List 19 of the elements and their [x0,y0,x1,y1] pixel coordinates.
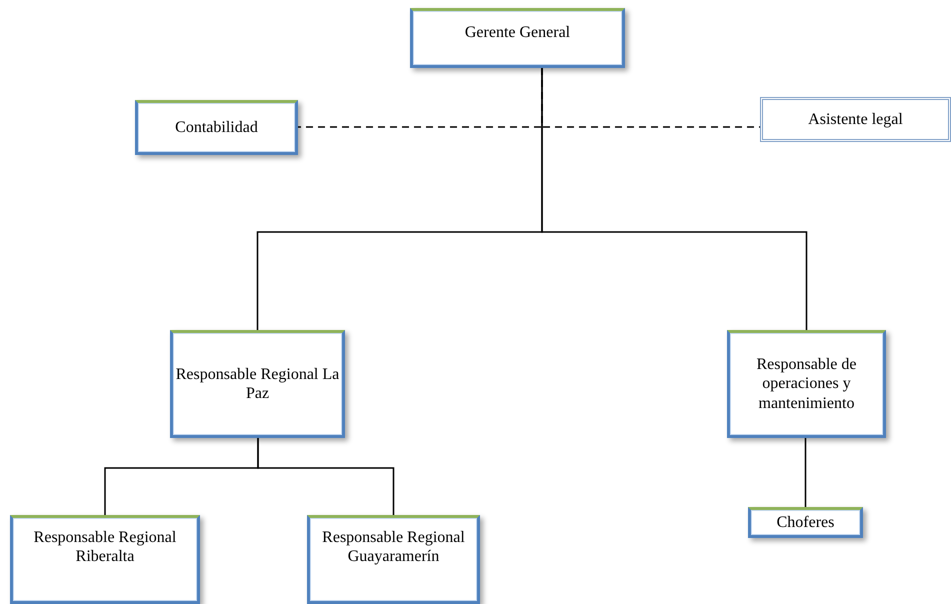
position-title: Contabilidad [175,118,258,138]
position-title: Choferes [776,512,834,532]
position-title: Gerente General [464,23,570,42]
position-box [135,100,298,155]
position-title: Responsable Regional La Paz [174,364,340,404]
position-box [307,515,480,604]
position-box [170,330,345,438]
position-title: Responsable Regional Guayaramerín [321,528,466,566]
connector-line [541,68,808,330]
position-title: Responsable Regional Riberalta [32,528,178,566]
connector-line [257,438,394,515]
position-box [748,507,863,538]
position-box [410,8,625,68]
position-box [760,97,951,142]
connector-line [804,438,806,507]
position-title: Asistente legal [808,110,903,130]
position-box [727,330,886,438]
position-title: Responsable de operaciones y mantenimiento [756,355,858,413]
position-box [10,515,200,604]
